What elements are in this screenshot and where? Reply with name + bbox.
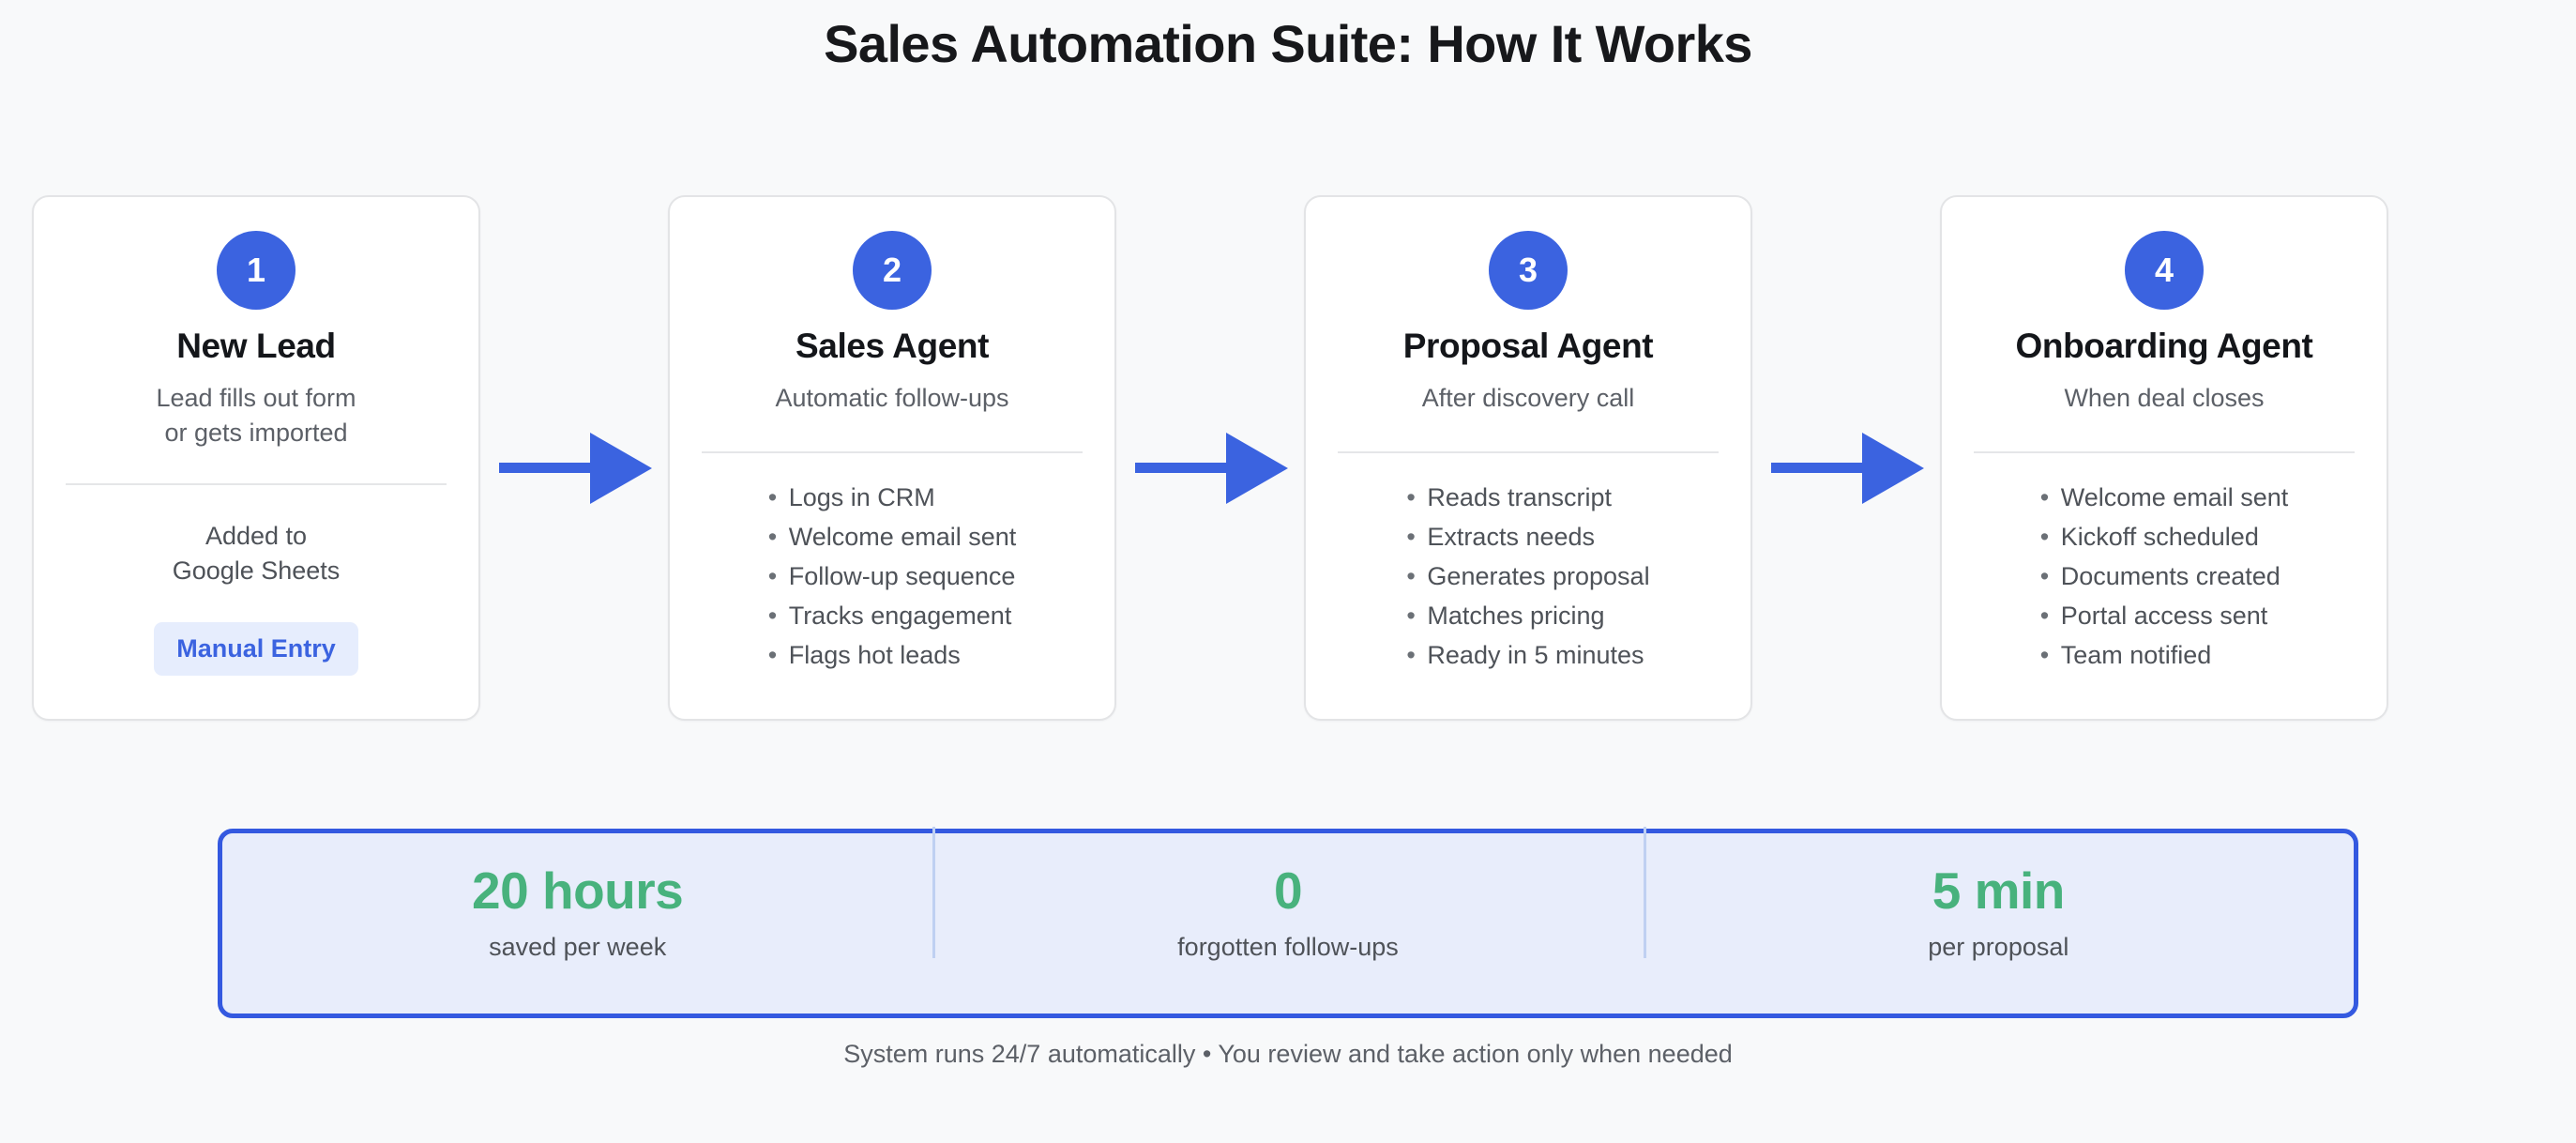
list-item: Logs in CRM	[768, 485, 1017, 511]
manual-entry-pill[interactable]: Manual Entry	[154, 622, 358, 676]
card-divider	[1974, 451, 2355, 454]
arrow-head-icon	[590, 433, 652, 504]
step-title-3: Proposal Agent	[1402, 327, 1654, 365]
step-card-proposal-agent[interactable]: 3 Proposal Agent After discovery call Re…	[1304, 195, 1752, 721]
stat-label: forgotten follow-ups	[1177, 932, 1399, 961]
arrow-shaft	[1135, 463, 1238, 473]
list-item: Follow-up sequence	[768, 564, 1017, 590]
step-extra-line: Added to	[205, 521, 308, 550]
step-subtitle-2: Automatic follow-ups	[775, 384, 1009, 412]
footer-note: System runs 24/7 automatically • You rev…	[843, 1040, 1733, 1068]
page-title: Sales Automation Suite: How It Works	[824, 14, 1752, 73]
step-title-4: Onboarding Agent	[2015, 327, 2313, 365]
step-extra-line: Google Sheets	[172, 556, 341, 585]
stat-value: 0	[1273, 861, 1303, 921]
list-item: Generates proposal	[1406, 564, 1649, 590]
step-subtitle-line: or gets imported	[164, 419, 348, 448]
step-card-onboarding-agent[interactable]: 4 Onboarding Agent When deal closes Welc…	[1940, 195, 2388, 721]
step-subtitle-4: When deal closes	[2064, 384, 2265, 412]
step-card-sales-agent[interactable]: 2 Sales Agent Automatic follow-ups Logs …	[668, 195, 1116, 721]
step-subtitle-3: After discovery call	[1421, 384, 1635, 412]
list-item: Welcome email sent	[2040, 485, 2289, 511]
step-title-2: Sales Agent	[795, 327, 990, 365]
list-item: Portal access sent	[2040, 603, 2289, 630]
list-item: Documents created	[2040, 564, 2289, 590]
stat-forgotten-followups: 0 forgotten follow-ups	[932, 827, 1643, 994]
step-number-badge-2: 2	[853, 231, 932, 310]
stat-label: per proposal	[1928, 932, 2069, 961]
step-bullet-list-2: Logs in CRM Welcome email sent Follow-up…	[768, 485, 1017, 669]
step-subtitle-line: Lead fills out form	[156, 384, 356, 412]
stat-label: saved per week	[489, 932, 667, 961]
flow-arrow-1-to-2	[480, 195, 668, 721]
list-item: Ready in 5 minutes	[1406, 643, 1649, 669]
card-divider	[702, 451, 1083, 454]
stat-value: 20 hours	[472, 861, 684, 921]
flow-arrow-2-to-3	[1116, 195, 1304, 721]
card-divider	[66, 482, 447, 485]
card-divider	[1338, 451, 1719, 454]
arrow-head-icon	[1862, 433, 1924, 504]
list-item: Welcome email sent	[768, 525, 1017, 551]
step-subtitle-1: Lead fills out form or gets imported	[156, 381, 356, 451]
list-item: Tracks engagement	[768, 603, 1017, 630]
flow-arrow-3-to-4	[1752, 195, 1940, 721]
stat-per-proposal: 5 min per proposal	[1643, 827, 2354, 994]
step-card-new-lead[interactable]: 1 New Lead Lead fills out form or gets i…	[32, 195, 480, 721]
summary-stats-bar: 20 hours saved per week 0 forgotten foll…	[218, 827, 2358, 1018]
step-bullet-list-4: Welcome email sent Kickoff scheduled Doc…	[2040, 485, 2289, 669]
arrow-head-icon	[1226, 433, 1288, 504]
arrow-shaft	[1771, 463, 1874, 473]
list-item: Team notified	[2040, 643, 2289, 669]
stat-saved-per-week: 20 hours saved per week	[222, 853, 932, 994]
list-item: Flags hot leads	[768, 643, 1017, 669]
list-item: Kickoff scheduled	[2040, 525, 2289, 551]
list-item: Reads transcript	[1406, 485, 1649, 511]
step-number-badge-1: 1	[217, 231, 295, 310]
step-number-badge-3: 3	[1489, 231, 1568, 310]
arrow-shaft	[499, 463, 602, 473]
list-item: Matches pricing	[1406, 603, 1649, 630]
step-extra-text-1: Added to Google Sheets	[173, 519, 341, 589]
step-bullet-list-3: Reads transcript Extracts needs Generate…	[1406, 485, 1649, 669]
step-number-badge-4: 4	[2125, 231, 2204, 310]
stat-value: 5 min	[1932, 861, 2066, 921]
list-item: Extracts needs	[1406, 525, 1649, 551]
process-flow-row: 1 New Lead Lead fills out form or gets i…	[32, 195, 2544, 721]
step-title-1: New Lead	[176, 327, 336, 365]
